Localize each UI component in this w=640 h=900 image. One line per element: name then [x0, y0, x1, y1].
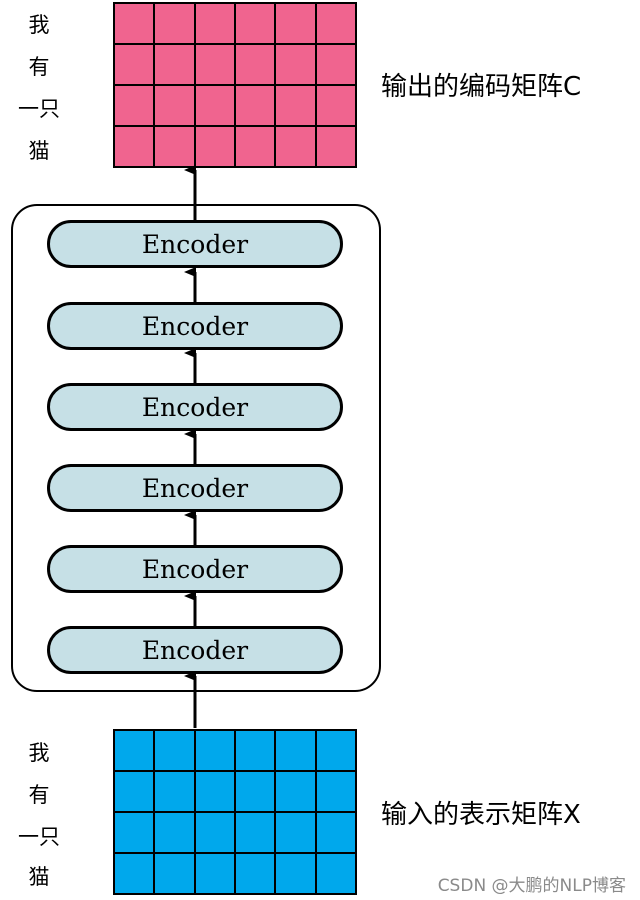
matrix-cell — [114, 730, 155, 771]
watermark-text: CSDN @大鹏的NLP博客 — [437, 876, 626, 896]
encoder-block-5: Encoder — [47, 302, 343, 350]
output-matrix-caption: 输出的编码矩阵C — [381, 72, 582, 102]
matrix-cell — [315, 771, 356, 812]
matrix-cell — [234, 771, 276, 812]
matrix-cell — [275, 812, 316, 853]
output-matrix-grid — [113, 2, 357, 168]
matrix-cell — [315, 85, 356, 126]
matrix-cell — [194, 771, 235, 812]
matrix-cell — [194, 85, 235, 126]
matrix-cell — [114, 812, 155, 853]
matrix-cell — [114, 771, 155, 812]
matrix-cell — [234, 126, 276, 167]
matrix-cell — [194, 3, 235, 44]
matrix-cell — [154, 771, 195, 812]
matrix-cell — [234, 730, 276, 771]
matrix-cell — [315, 44, 356, 85]
matrix-cell — [194, 730, 235, 771]
matrix-cell — [275, 44, 316, 85]
matrix-cell — [234, 44, 276, 85]
matrix-cell — [154, 3, 195, 44]
matrix-cell — [154, 812, 195, 853]
matrix-cell — [275, 853, 316, 894]
matrix-cell — [154, 126, 195, 167]
input-matrix-grid — [113, 729, 357, 895]
matrix-cell — [234, 85, 276, 126]
matrix-cell — [315, 126, 356, 167]
matrix-cell — [114, 44, 155, 85]
input-token-3: 一只 — [18, 825, 60, 849]
matrix-cell — [194, 812, 235, 853]
matrix-cell — [194, 126, 235, 167]
matrix-cell — [315, 853, 356, 894]
matrix-cell — [275, 771, 316, 812]
matrix-cell — [275, 730, 316, 771]
matrix-cell — [194, 44, 235, 85]
matrix-cell — [114, 85, 155, 126]
matrix-cell — [114, 126, 155, 167]
matrix-cell — [275, 126, 316, 167]
matrix-cell — [315, 730, 356, 771]
output-token-1: 我 — [28, 13, 50, 37]
input-matrix-caption: 输入的表示矩阵X — [381, 800, 581, 830]
matrix-cell — [234, 853, 276, 894]
matrix-cell — [234, 812, 276, 853]
input-token-1: 我 — [28, 741, 50, 765]
input-token-2: 有 — [28, 783, 50, 807]
output-token-3: 一只 — [18, 97, 60, 121]
matrix-cell — [315, 3, 356, 44]
matrix-cell — [315, 812, 356, 853]
matrix-cell — [114, 853, 155, 894]
matrix-cell — [114, 3, 155, 44]
input-token-4: 猫 — [28, 865, 50, 889]
output-token-2: 有 — [28, 55, 50, 79]
matrix-cell — [275, 85, 316, 126]
matrix-cell — [154, 85, 195, 126]
matrix-cell — [275, 3, 316, 44]
matrix-cell — [194, 853, 235, 894]
encoder-block-6: Encoder — [47, 220, 343, 268]
encoder-block-4: Encoder — [47, 383, 343, 431]
matrix-cell — [234, 3, 276, 44]
matrix-cell — [154, 44, 195, 85]
output-token-4: 猫 — [28, 139, 50, 163]
matrix-cell — [154, 730, 195, 771]
matrix-cell — [154, 853, 195, 894]
